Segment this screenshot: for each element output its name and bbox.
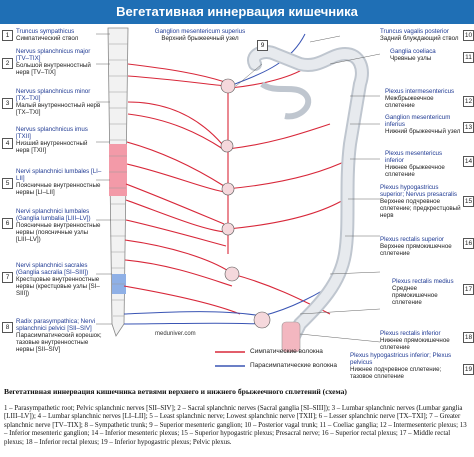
right-leaders bbox=[235, 35, 381, 343]
label-number: 15 bbox=[463, 196, 474, 207]
label-number: 7 bbox=[2, 272, 13, 283]
legend-sympathetic-label: Симпатические волокна bbox=[250, 348, 323, 355]
label-number: 10 bbox=[463, 30, 474, 41]
label-lumbar-splanchnic-2: Nervi splanchnici lumbales (Ganglia lumb… bbox=[16, 208, 101, 243]
label-lumbar-splanchnic-1: Nervi splanchnici lumbales [LI–LII]Поясн… bbox=[16, 168, 102, 196]
label-splanchnic-minor: Nervus splanchnicus minor [TX–TXI]Малый … bbox=[16, 88, 101, 116]
left-leaders bbox=[96, 33, 112, 325]
ganglia bbox=[220, 78, 271, 329]
page-title: Вегетативная иннервация кишечника bbox=[0, 0, 474, 24]
legend-parasympathetic-label: Парасимпатические волокна bbox=[250, 362, 337, 369]
label-number: 2 bbox=[2, 58, 13, 69]
label-number: 1 bbox=[2, 30, 13, 41]
label-number: 19 bbox=[463, 364, 474, 375]
label-pelvic-splanchnic: Radix parasympathica; Nervi splanchnici … bbox=[16, 318, 102, 353]
label-number: 11 bbox=[463, 52, 474, 63]
label-sacral-splanchnic: Nervi splanchnici sacrales (Ganglia sacr… bbox=[16, 262, 100, 297]
label-number: 13 bbox=[463, 122, 474, 133]
label-number: 16 bbox=[463, 238, 474, 249]
label-number: 3 bbox=[2, 98, 13, 109]
label-number: 6 bbox=[2, 218, 13, 229]
label-number: 4 bbox=[2, 138, 13, 149]
label-plexus-hypogastricus-inferior: Plexus hypogastricus inferior; Plexus pe… bbox=[350, 352, 452, 380]
innervation-diagram bbox=[96, 27, 381, 367]
label-number: 12 bbox=[463, 96, 474, 107]
sympathetic-trunk bbox=[107, 27, 129, 337]
label-number: 18 bbox=[463, 332, 474, 343]
label-number: 5 bbox=[2, 178, 13, 189]
figure-caption-legend: 1 – Parasympathetic root; Pelvic splanch… bbox=[4, 405, 467, 446]
intestine bbox=[247, 45, 369, 353]
label-splanchnic-major: Nervus splanchnicus major [TV–TIX]Большо… bbox=[16, 48, 91, 76]
label-number: 14 bbox=[463, 156, 474, 167]
watermark: meduniver.com bbox=[155, 331, 196, 337]
label-number: 17 bbox=[463, 284, 474, 295]
figure-caption-title: Вегетативная иннервация кишечника ветвям… bbox=[4, 387, 347, 396]
label-splanchnic-imus: Nervus splanchnicus imus [TXII]Низший вн… bbox=[16, 126, 88, 154]
label-number: 9 bbox=[257, 40, 268, 51]
label-number: 8 bbox=[2, 322, 13, 333]
label-plexus-hypogastricus-superior: Plexus hypogastricus superior; Nervus pr… bbox=[380, 184, 461, 219]
